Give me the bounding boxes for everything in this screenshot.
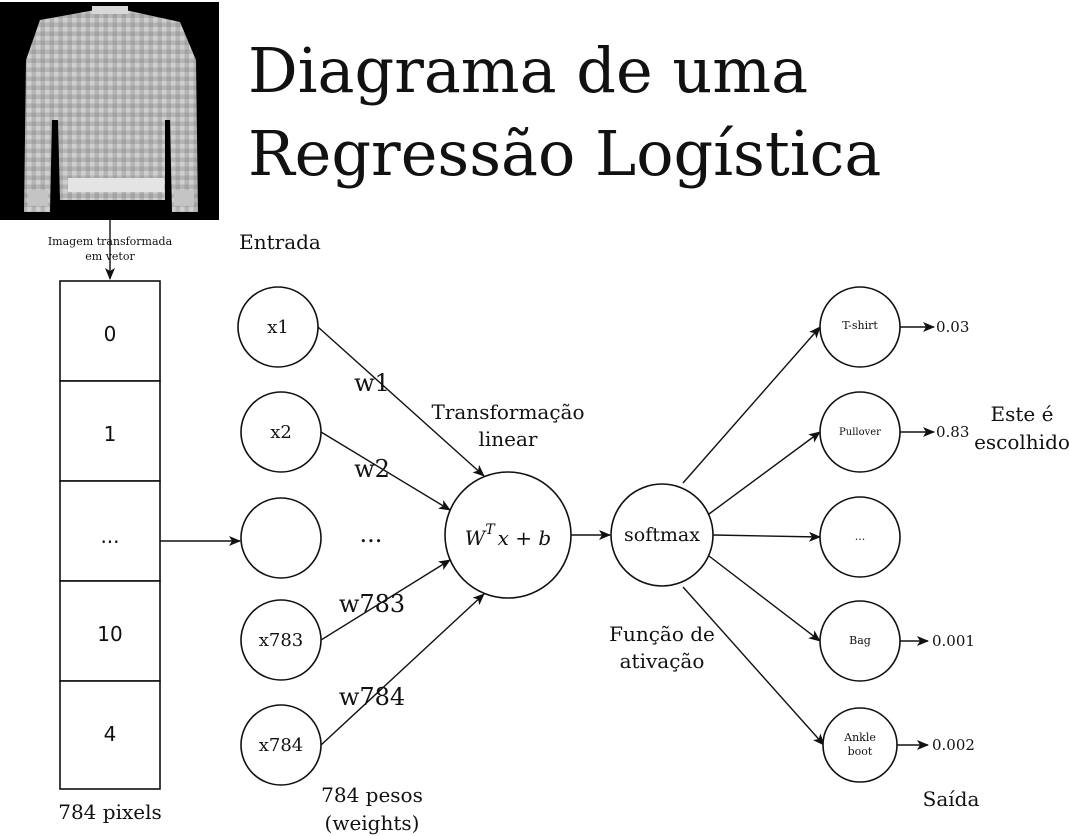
probability-value: 0.001 [932, 632, 975, 650]
output-layer: T-shirt Pullover ... Bag Ankle boot [819, 286, 901, 783]
weight-label: w2 [354, 455, 390, 483]
input-ellipsis: ... [360, 520, 383, 548]
output-node-label: ... [855, 530, 866, 543]
weight-label: w784 [339, 683, 405, 711]
input-node-label: x1 [267, 317, 289, 338]
vector-cell: 4 [104, 722, 117, 746]
input-header: Entrada [239, 230, 321, 254]
weight-edge [317, 326, 485, 477]
output-edge [712, 531, 821, 542]
vector-cell: 10 [97, 622, 122, 646]
weights-caption-line-2: (weights) [325, 811, 420, 835]
linear-label-line-1: Transformação [431, 400, 584, 424]
input-layer: x1 x2 x783 x784 [237, 286, 322, 786]
image-caption-line-1: Imagem transformada [48, 235, 173, 248]
chosen-label-line-2: escolhido [974, 430, 1069, 454]
weight-label: w1 [354, 369, 390, 397]
weight-edge [320, 593, 485, 746]
output-node-label: Pullover [839, 427, 881, 438]
probability-value: 0.002 [932, 736, 975, 754]
weight-edge [320, 559, 451, 641]
vector-caption: 784 pixels [58, 800, 162, 824]
title-line-2: Regressão Logística [248, 117, 881, 190]
weight-edge [320, 431, 451, 511]
probability-value: 0.83 [936, 423, 969, 441]
probability-value: 0.03 [936, 318, 969, 336]
pixel-vector: 0 1 ... 10 4 [59, 280, 161, 790]
image-caption-line-2: em vetor [85, 250, 135, 263]
activation-label-line-2: ativação [620, 649, 705, 673]
output-edge [682, 326, 821, 484]
softmax-label: softmax [624, 524, 700, 546]
output-header: Saída [923, 787, 980, 811]
vector-cell: 1 [104, 422, 117, 446]
input-node-label: x784 [259, 735, 304, 756]
output-node-label: boot [848, 745, 873, 758]
activation-label-line-1: Função de [609, 622, 715, 646]
output-node-label: T-shirt [842, 319, 878, 332]
vector-cell: ... [100, 524, 119, 548]
output-edge [708, 431, 821, 515]
input-node [240, 497, 322, 579]
chosen-label-line-1: Este é [991, 402, 1054, 426]
input-node-label: x2 [270, 422, 292, 443]
weights-caption-line-1: 784 pesos [321, 783, 423, 807]
weight-label: w783 [339, 590, 405, 618]
output-node-label: Bag [849, 634, 871, 647]
output-edge [708, 555, 821, 642]
output-node [819, 496, 901, 578]
title-line-1: Diagrama de uma [248, 34, 808, 107]
pullover-image-icon [0, 2, 219, 220]
vector-cell: 0 [104, 322, 117, 346]
input-node-label: x783 [259, 630, 304, 651]
linear-label-line-2: linear [479, 427, 538, 451]
output-edge [682, 586, 825, 746]
output-node-label: Ankle [843, 731, 876, 744]
